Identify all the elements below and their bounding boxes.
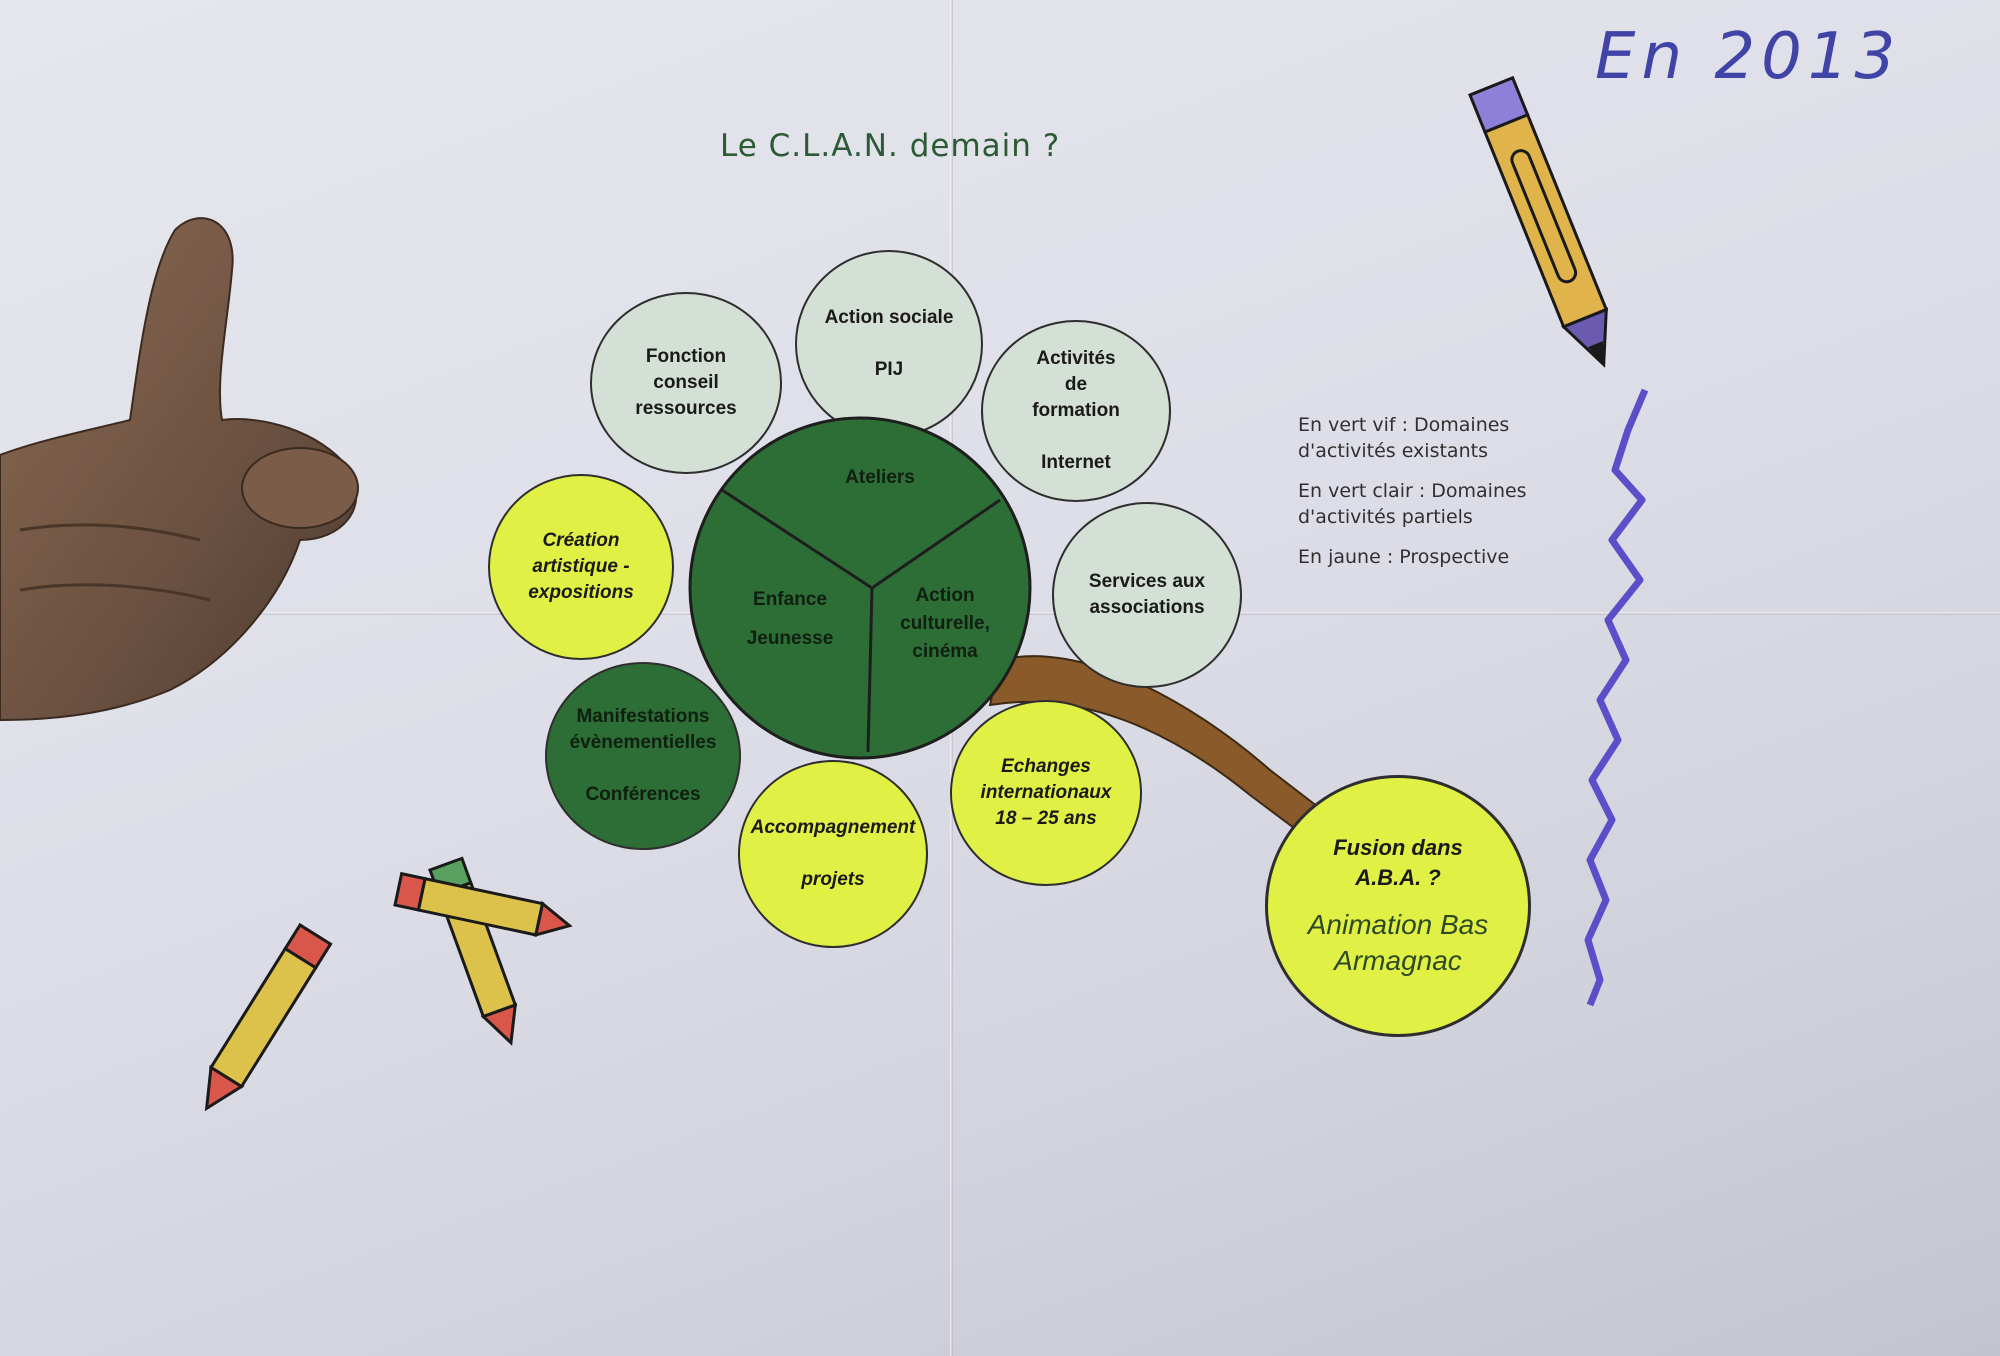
fusion-question: Fusion dans A.B.A. ? (1333, 835, 1463, 890)
legend-partial: En vert clair : Domaines d'activités par… (1298, 480, 1527, 528)
diagram-title: Le C.L.A.N. demain ? (720, 128, 1061, 164)
center-segment-ateliers: Ateliers (845, 467, 915, 488)
center-segment-enfance: Enfance Jeunesse (746, 589, 834, 649)
petal-activites-formation: Activités de formation Internet (981, 320, 1171, 502)
petal-accompagnement: Accompagnement projets (738, 760, 928, 948)
handwritten-year: En 2013 (1595, 20, 1902, 94)
legend-existing: En vert vif : Domaines d'activités exist… (1298, 414, 1510, 462)
petal-manifestations: Manifestations évènementielles Conférenc… (545, 662, 741, 850)
fusion-circle: Fusion dans A.B.A. ? Animation Bas Armag… (1265, 775, 1531, 1037)
petal-action-sociale: Action sociale PIJ (795, 250, 983, 438)
petal-services-associations: Services aux associations (1052, 502, 1242, 688)
legend-prospective: En jaune : Prospective (1298, 546, 1510, 568)
center-segment-action-culturelle: Action culturelle, cinéma (900, 585, 990, 662)
petal-echanges: Echanges internationaux 18 – 25 ans (950, 700, 1142, 886)
petal-fonction-conseil: Fonction conseil ressources (590, 292, 782, 474)
fusion-name: Animation Bas Armagnac (1307, 909, 1489, 976)
petal-creation-artistique: Création artistique - expositions (488, 474, 674, 660)
